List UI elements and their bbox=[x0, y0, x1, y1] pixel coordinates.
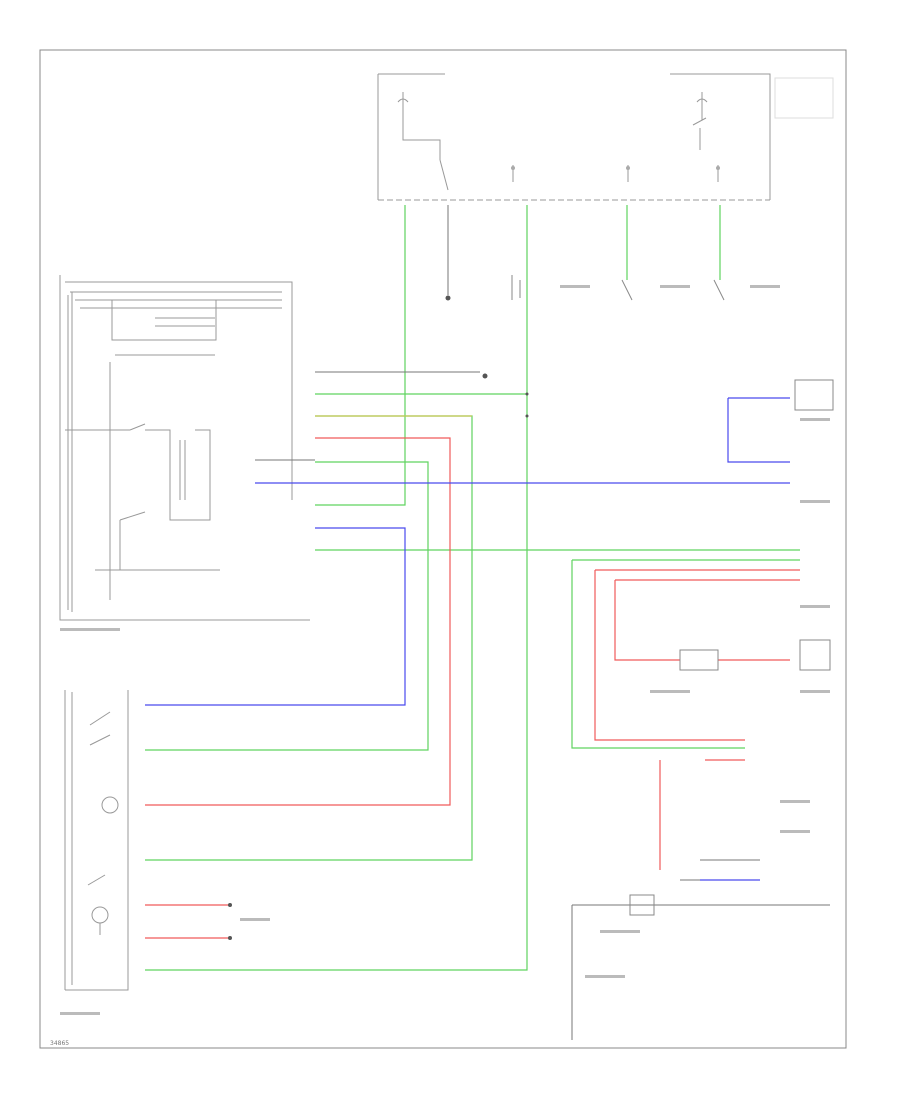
wire-blue bbox=[145, 397, 790, 881]
wire-black bbox=[255, 205, 830, 1040]
diagram-code: 34865 bbox=[50, 1040, 69, 1047]
combination-switch bbox=[511, 275, 834, 916]
wire-green bbox=[145, 205, 800, 971]
gauge-control-module bbox=[59, 275, 310, 621]
under-dash-fuse-relay-box bbox=[377, 73, 834, 201]
small-labels bbox=[60, 285, 830, 1015]
diagram-frame bbox=[39, 49, 847, 1049]
ground-symbol bbox=[228, 295, 529, 940]
instrument-panel-switch bbox=[64, 690, 129, 991]
wire-red bbox=[145, 437, 800, 939]
